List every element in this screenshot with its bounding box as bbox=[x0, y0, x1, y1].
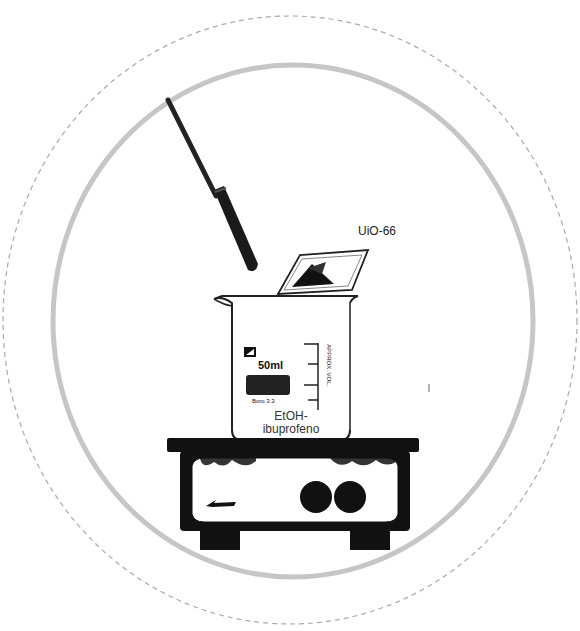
frame-circle bbox=[53, 65, 533, 577]
material-label: UiO-66 bbox=[358, 225, 396, 238]
stray-mark bbox=[429, 384, 430, 392]
dashed-circle bbox=[3, 16, 577, 624]
volume-mark: 50ml bbox=[258, 360, 283, 372]
beaker bbox=[214, 296, 358, 440]
stirrer-hotplate bbox=[167, 438, 419, 550]
weighing-paper bbox=[278, 250, 368, 294]
spatula bbox=[168, 100, 258, 271]
solution-label: EtOH- ibuprofeno bbox=[256, 410, 326, 435]
scale-note: APPROX. VOL. bbox=[326, 344, 332, 386]
glass-type: Boro 3.3 bbox=[252, 398, 275, 404]
